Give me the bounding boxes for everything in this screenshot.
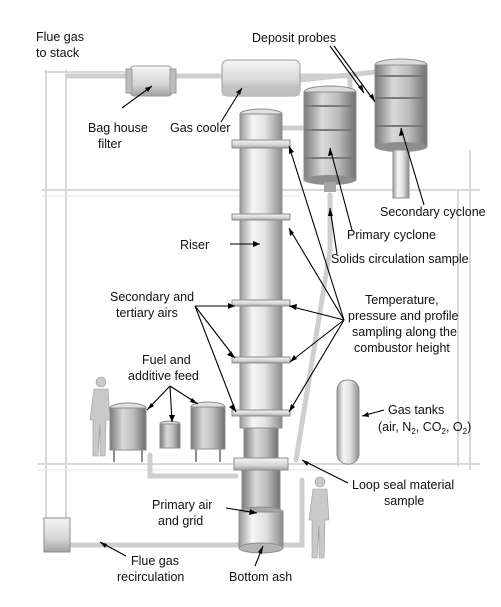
label-gas-tanks: Gas tanks <box>388 403 444 417</box>
bag-house-filter-unit <box>126 66 176 96</box>
recirculation-blower <box>44 518 70 552</box>
person-figure-left <box>90 377 110 456</box>
label-bag-house-filter: Bag house filter <box>88 121 151 151</box>
label-gas-tanks-composition: (air, N2, CO2, O2) <box>378 420 471 436</box>
label-riser: Riser <box>180 238 209 252</box>
riser-column <box>232 109 290 553</box>
label-flue-gas-to-stack: Flue gas to stack <box>36 30 87 60</box>
label-secondary-tertiary-airs: Secondary and tertiary airs <box>110 290 198 320</box>
label-deposit-probes: Deposit probes <box>252 31 336 45</box>
label-temperature-sampling: Temperature, pressure and profile sampli… <box>348 293 462 355</box>
label-secondary-cyclone: Secondary cyclone <box>380 205 486 219</box>
label-bottom-ash: Bottom ash <box>229 570 292 584</box>
label-loop-seal: Loop seal material sample <box>352 478 458 508</box>
label-fuel-additive-feed: Fuel and additive feed <box>128 353 199 383</box>
gas-cooler-unit <box>222 60 300 96</box>
fuel-feed-tanks <box>110 402 225 462</box>
primary-cyclone-unit <box>304 86 356 192</box>
label-primary-cyclone: Primary cyclone <box>347 228 436 242</box>
label-solids-circulation-sample: Solids circulation sample <box>331 252 469 266</box>
person-figure-right <box>309 477 329 558</box>
label-gas-cooler: Gas cooler <box>170 121 230 135</box>
label-flue-gas-recirculation: Flue gas recirculation <box>117 554 184 584</box>
label-primary-air-grid: Primary air and grid <box>152 498 216 528</box>
gas-tank <box>337 380 359 464</box>
